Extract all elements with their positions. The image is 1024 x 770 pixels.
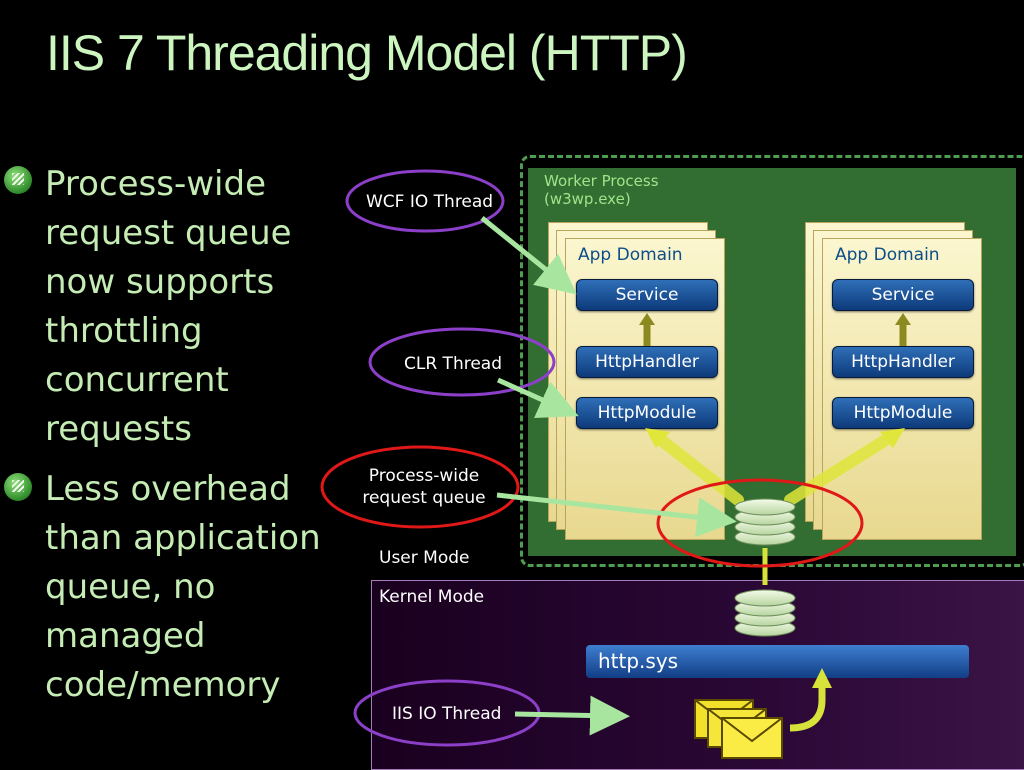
process-queue-label-2: request queue [362, 488, 486, 508]
arrow-queue-to-modules [645, 428, 905, 506]
callout-arrows [480, 216, 737, 736]
bullet-2: Less overhead than application queue, no… [45, 469, 321, 705]
bullet-icon [4, 473, 32, 501]
user-mode-label: User Mode [379, 548, 470, 568]
arrow-envelope-to-httpsys [789, 685, 826, 732]
kernel-mode-label: Kernel Mode [379, 587, 485, 607]
bullet-1: Process-wide request queue now supports … [45, 164, 292, 449]
queue-highlight-oval [656, 478, 864, 568]
bullet-icon [4, 166, 32, 194]
kernel-queue-icon [734, 589, 796, 637]
httpmodule-box: HttpModule [832, 397, 974, 429]
clr-thread-oval [368, 327, 556, 397]
wcf-io-thread-oval [345, 169, 505, 233]
worker-process-label: Worker Process (w3wp.exe) [544, 172, 659, 208]
app-domain-label: App Domain [578, 245, 683, 265]
service-box: Service [832, 279, 974, 311]
httphandler-box: HttpHandler [832, 346, 974, 378]
service-box: Service [576, 279, 718, 311]
envelope-icon [694, 699, 783, 759]
process-queue-oval [320, 445, 520, 529]
page-title: IIS 7 Threading Model (HTTP) [46, 25, 688, 81]
clr-thread-label: CLR Thread [404, 354, 502, 374]
wcf-io-thread-label: WCF IO Thread [366, 192, 494, 212]
httpmodule-box: HttpModule [576, 397, 718, 429]
httphandler-box: HttpHandler [576, 346, 718, 378]
process-queue-label-1: Process-wide [368, 466, 480, 486]
process-wide-queue-icon [734, 498, 796, 546]
app-domain-label: App Domain [835, 245, 940, 265]
arrow-handler-to-service [639, 313, 911, 346]
http-sys-box: http.sys [586, 645, 969, 678]
iis-io-thread-label: IIS IO Thread [392, 704, 502, 724]
arrow-head [812, 668, 832, 688]
